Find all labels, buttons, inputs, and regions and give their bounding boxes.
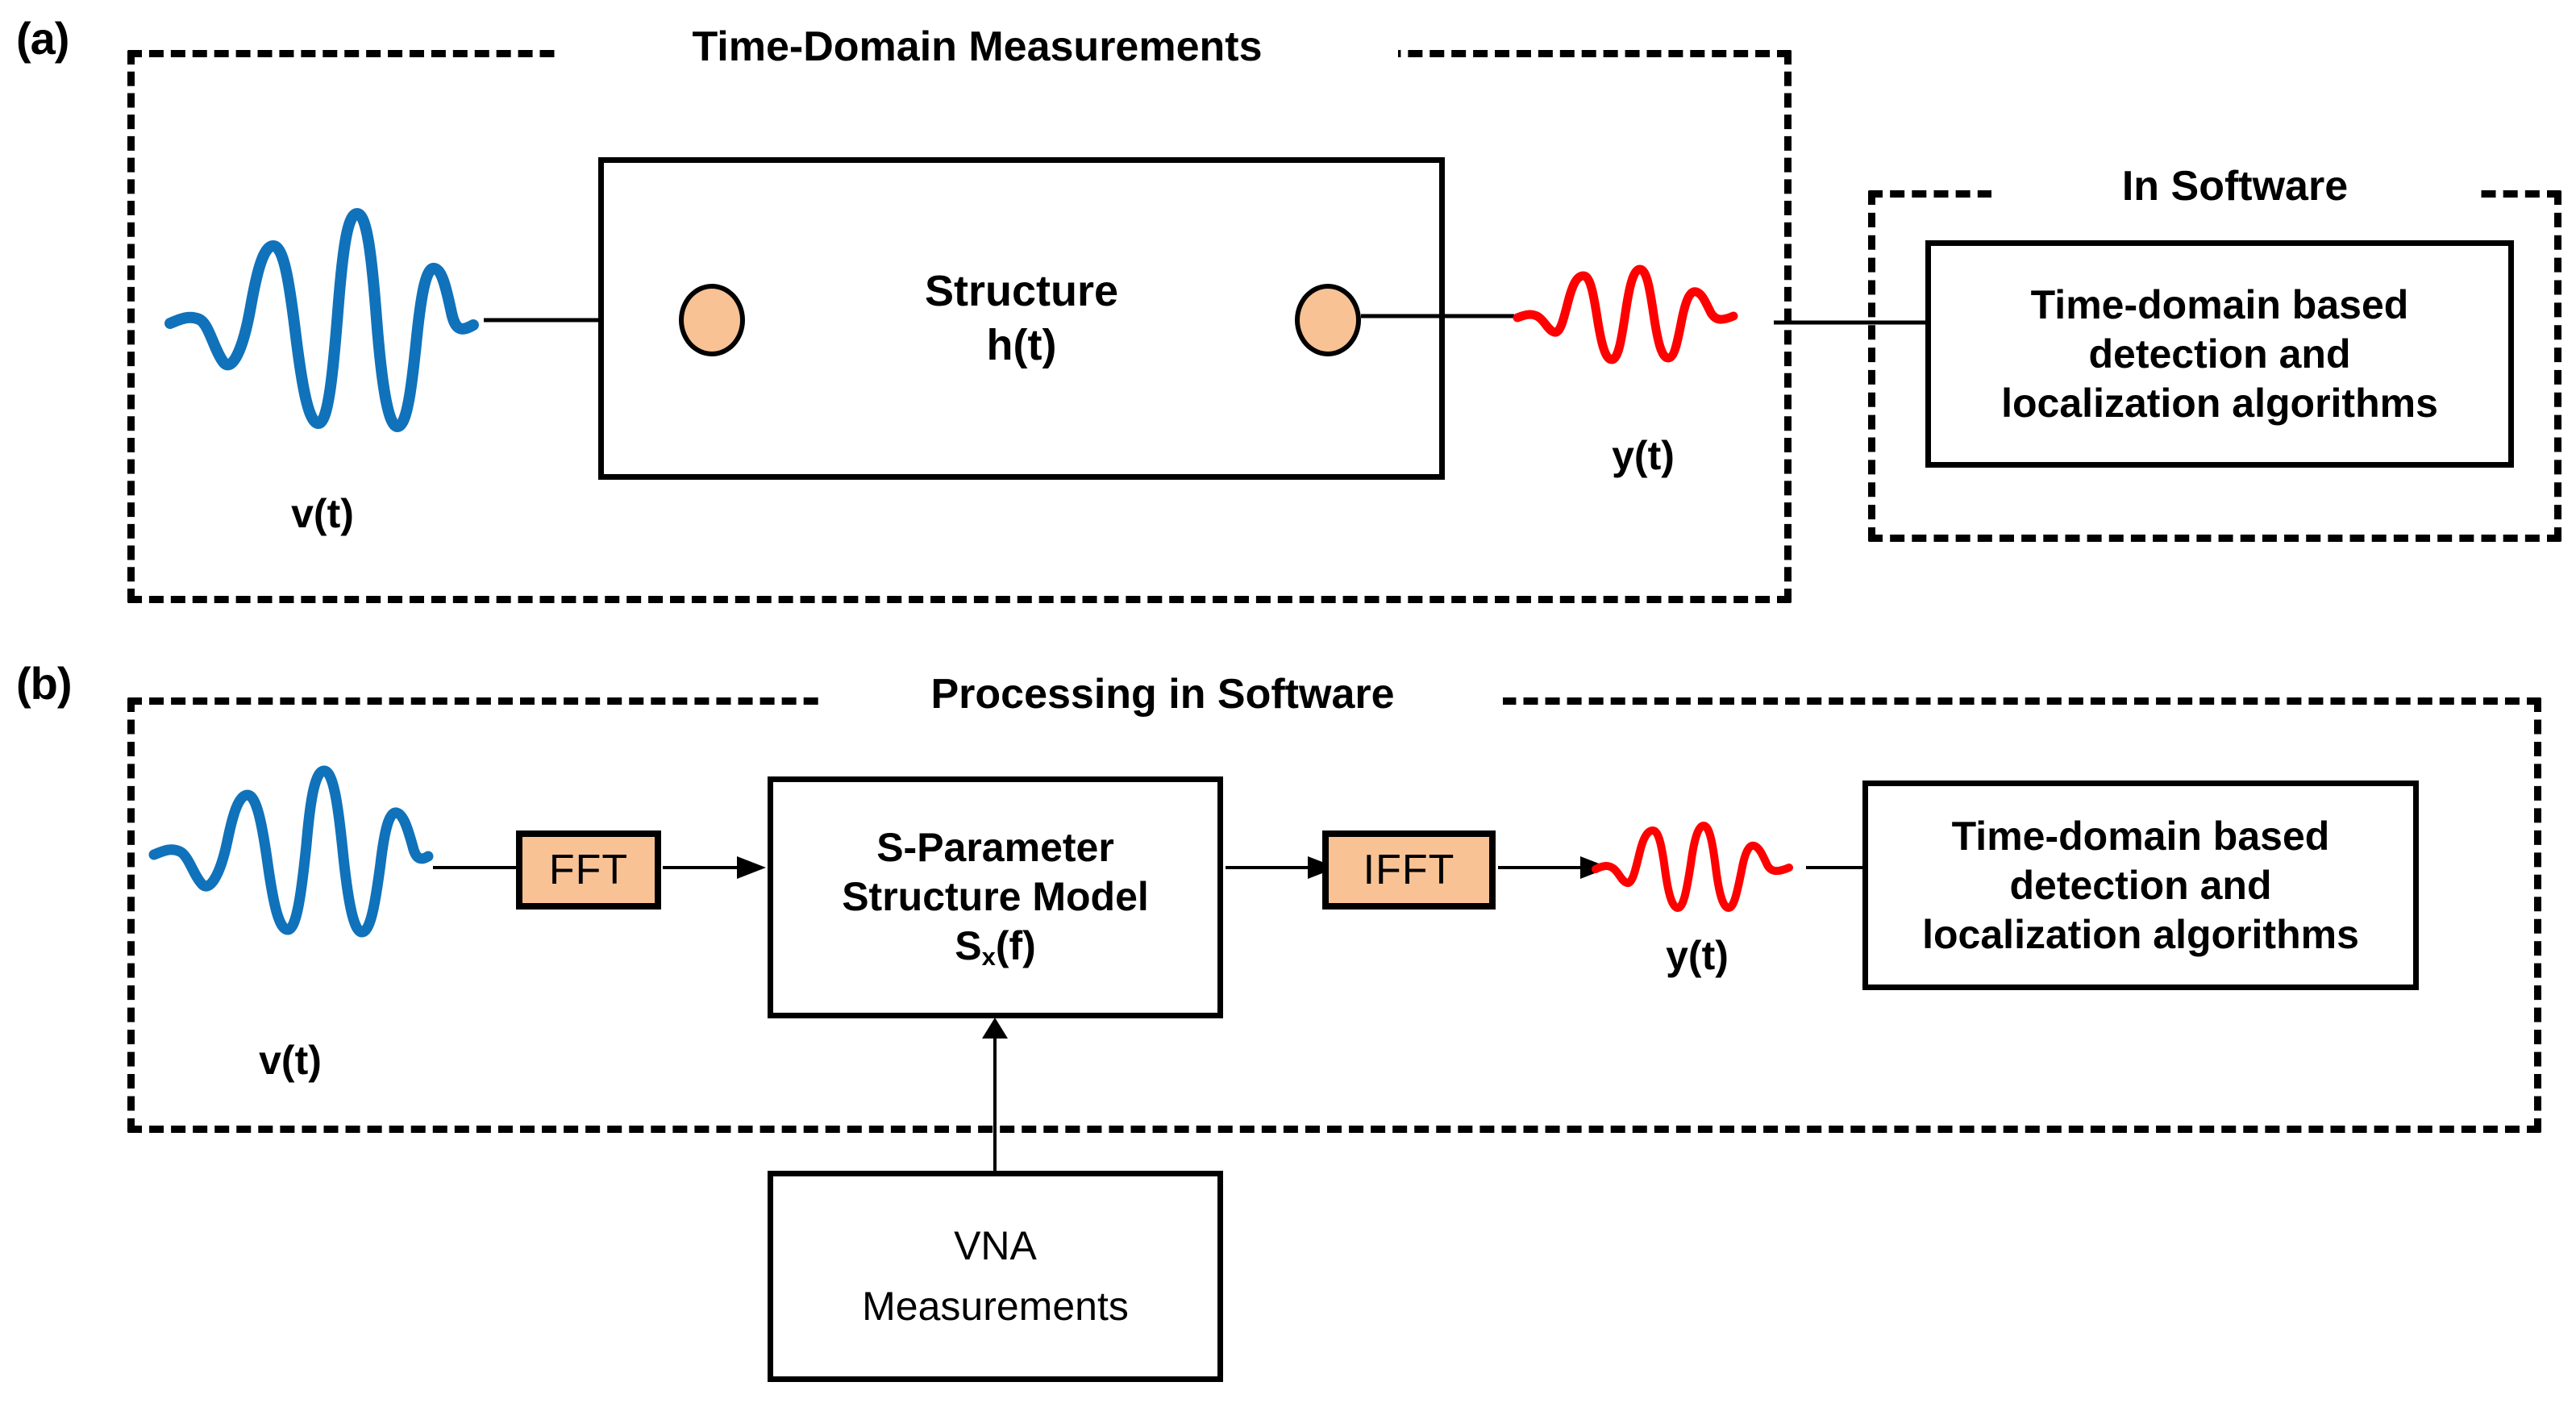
in-software-group-title: In Software xyxy=(1991,165,2478,207)
structure-output-port-icon xyxy=(1295,284,1361,356)
ifft-box: IFFT xyxy=(1322,830,1496,910)
s-parameter-model-box: S-Parameter Structure Model Sx(f) xyxy=(768,776,1223,1018)
panel-a-algorithms-box-text: Time-domain based detection and localiza… xyxy=(2001,281,2438,426)
panel-a-input-waveform xyxy=(164,165,480,480)
panel-b-output-waveform xyxy=(1592,813,1802,926)
panel-b-letter: (b) xyxy=(16,658,73,709)
panel-b-arrow-model-to-ifft xyxy=(1226,853,1338,882)
panel-b-algorithms-box: Time-domain based detection and localiza… xyxy=(1862,781,2419,990)
s-parameter-line-3: Sx(f) xyxy=(955,922,1036,971)
panel-a-algorithms-box: Time-domain based detection and localiza… xyxy=(1925,240,2514,468)
panel-a-line-structure-to-output xyxy=(1361,308,1514,324)
s-parameter-line-2: Structure Model xyxy=(842,873,1149,919)
panel-a-output-signal-label: y(t) xyxy=(1612,433,1675,478)
panel-b-algorithms-box-text: Time-domain based detection and localiza… xyxy=(1922,813,2359,957)
fft-box: FFT xyxy=(516,830,661,910)
panel-a-letter: (a) xyxy=(16,13,69,64)
s-parameter-model-box-text: S-Parameter Structure Model Sx(f) xyxy=(842,823,1149,972)
panel-b-arrow-fft-to-model xyxy=(663,853,768,882)
panel-a-group-title: Time-Domain Measurements xyxy=(556,26,1398,68)
panel-a-input-signal-label: v(t) xyxy=(291,491,354,536)
panel-b-input-waveform xyxy=(148,734,434,976)
ifft-box-label: IFFT xyxy=(1363,847,1455,893)
structure-input-port-icon xyxy=(679,284,745,356)
panel-b-input-signal-label: v(t) xyxy=(259,1038,322,1083)
s-parameter-line-1: S-Parameter xyxy=(876,824,1114,870)
fft-box-label: FFT xyxy=(548,847,629,893)
panel-b-arrow-vna-to-model xyxy=(977,1018,1013,1171)
panel-b-output-signal-label: y(t) xyxy=(1666,933,1729,978)
panel-a-output-waveform xyxy=(1513,256,1772,385)
panel-b-group-title: Processing in Software xyxy=(822,673,1503,715)
